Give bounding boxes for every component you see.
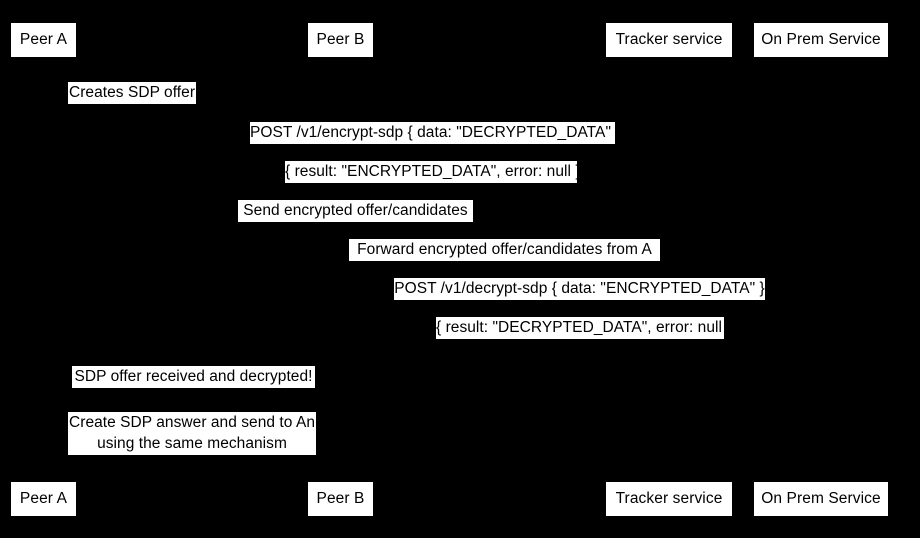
- lifeline-on-prem: [821, 58, 822, 481]
- participant-peer-b-top[interactable]: Peer B: [307, 22, 374, 58]
- participant-tracker-service-top[interactable]: Tracker service: [605, 22, 733, 58]
- arrowhead-send-encrypted-offer-icon: [661, 218, 669, 226]
- participant-label: Peer A: [19, 490, 68, 508]
- message-line-post-decrypt-sdp: [340, 300, 821, 301]
- message-line-create-sdp-answer: [340, 455, 430, 456]
- arrowhead-forward-encrypted-offer-icon: [340, 257, 348, 265]
- lifeline-peer-b: [340, 58, 341, 481]
- message-label-forward-encrypted-offer: Forward encrypted offer/candidates from …: [349, 239, 660, 261]
- participant-label: Tracker service: [615, 31, 723, 49]
- message-label-creates-sdp-offer: Creates SDP offer: [68, 82, 196, 104]
- participant-on-prem-service-bottom[interactable]: On Prem Service: [753, 481, 889, 517]
- participant-on-prem-service-top[interactable]: On Prem Service: [753, 22, 889, 58]
- participant-label: On Prem Service: [761, 31, 881, 49]
- message-line-encrypt-sdp-result: [43, 183, 821, 184]
- participant-label: Peer B: [316, 31, 365, 49]
- message-line-post-encrypt-sdp: [43, 144, 821, 145]
- lifeline-tracker: [669, 58, 670, 481]
- participant-label: Tracker service: [615, 490, 723, 508]
- participant-label: Peer B: [316, 490, 365, 508]
- message-label-encrypt-sdp-result: { result: "ENCRYPTED_DATA", error: null …: [285, 161, 581, 183]
- participant-peer-b-bottom[interactable]: Peer B: [307, 481, 374, 517]
- message-label-decrypt-sdp-result: { result: "DECRYPTED_DATA", error: null …: [436, 317, 732, 339]
- arrowhead-encrypt-sdp-result-icon: [43, 179, 51, 187]
- message-line-decrypt-sdp-result: [340, 339, 821, 340]
- participant-label: On Prem Service: [761, 490, 881, 508]
- message-line-sdp-offer-received: [340, 388, 430, 389]
- arrowhead-decrypt-sdp-result-icon: [340, 335, 348, 343]
- participant-peer-a-top[interactable]: Peer A: [10, 22, 77, 58]
- message-label-post-encrypt-sdp: POST /v1/encrypt-sdp { data: "DECRYPTED_…: [250, 122, 621, 144]
- message-label-sdp-offer-received: SDP offer received and decrypted!: [72, 366, 315, 388]
- message-line-forward-encrypted-offer: [340, 261, 669, 262]
- message-line-creates-sdp-offer: [43, 104, 133, 105]
- arrowhead-post-encrypt-sdp-icon: [813, 140, 821, 148]
- message-label-send-encrypted-offer: Send encrypted offer/candidates: [238, 200, 473, 222]
- message-label-post-decrypt-sdp: POST /v1/decrypt-sdp { data: "ENCRYPTED_…: [394, 278, 765, 300]
- message-label-create-sdp-answer: Create SDP answer and send to An using t…: [68, 412, 316, 455]
- message-line-send-encrypted-offer: [43, 222, 669, 223]
- arrowhead-post-decrypt-sdp-icon: [813, 296, 821, 304]
- lifeline-peer-a: [43, 58, 44, 481]
- participant-label: Peer A: [19, 31, 68, 49]
- participant-tracker-service-bottom[interactable]: Tracker service: [605, 481, 733, 517]
- participant-peer-a-bottom[interactable]: Peer A: [10, 481, 77, 517]
